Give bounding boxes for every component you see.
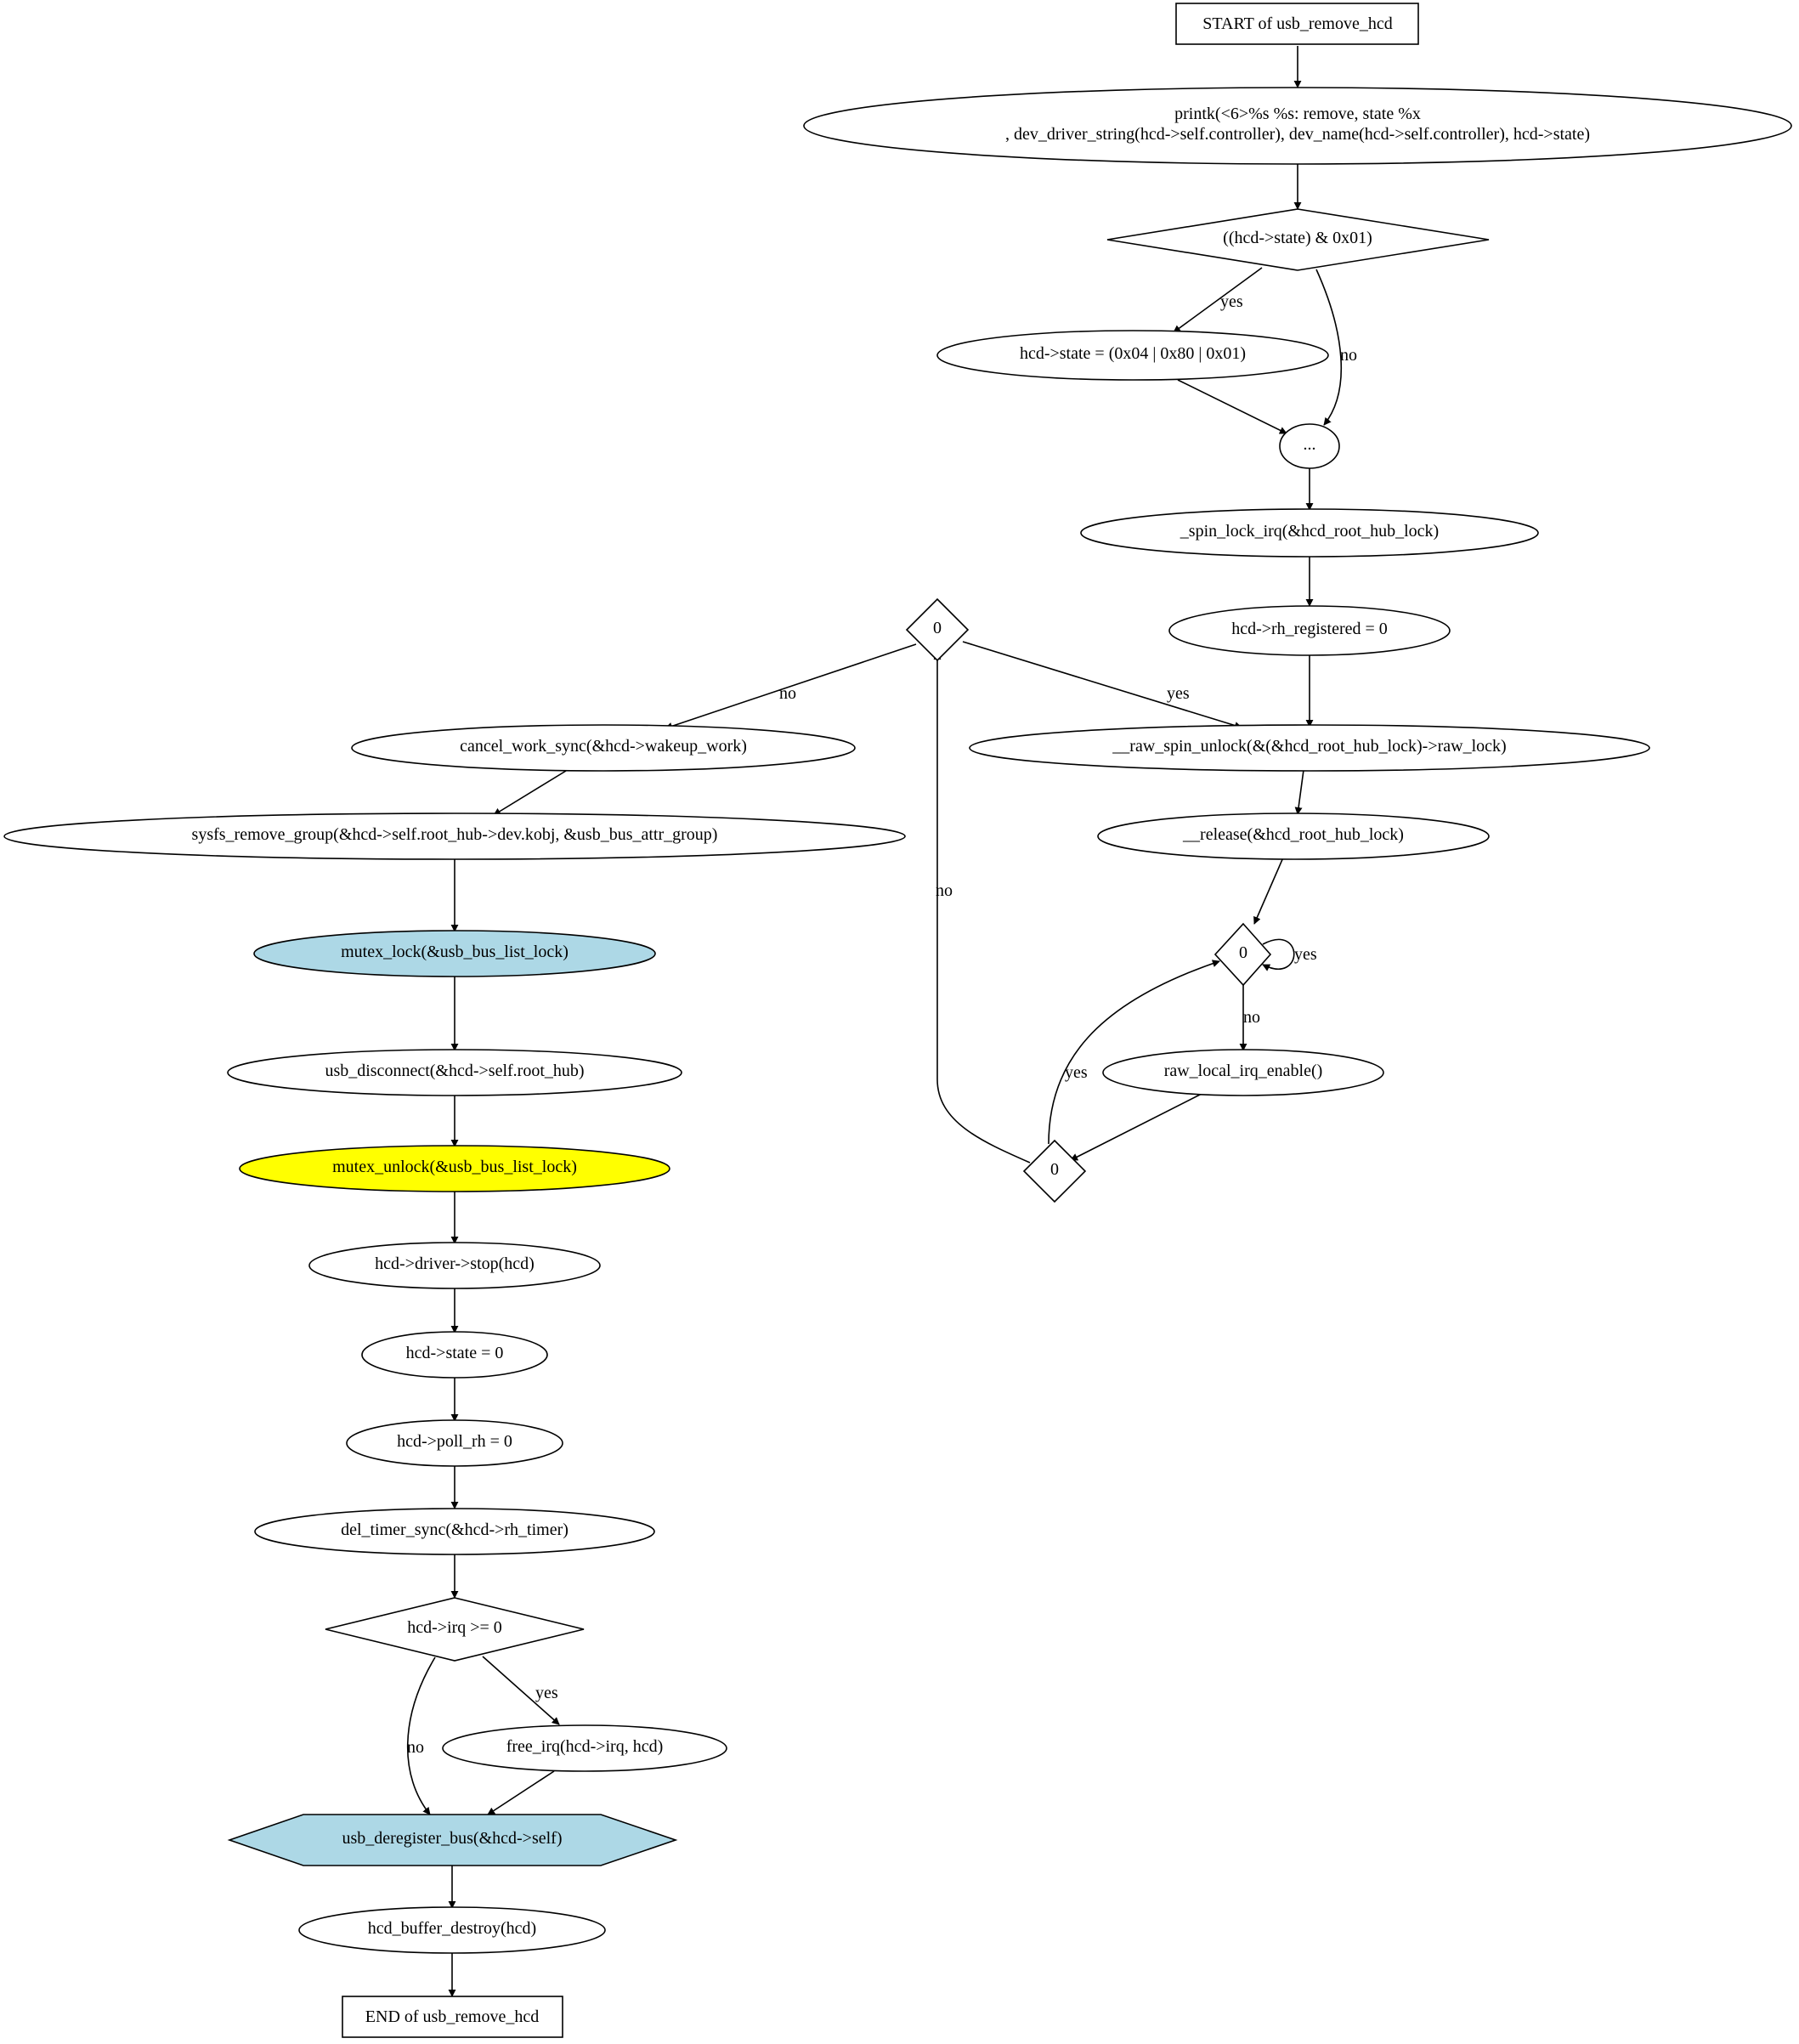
edge-state-check-yes [1173, 267, 1263, 333]
node-zero-right-label: 0 [1239, 943, 1247, 962]
edge-zero-right-yes-loop [1262, 938, 1295, 971]
edge-zero-top-yes [962, 641, 1242, 729]
node-raw-irq-enable-label: raw_local_irq_enable() [1164, 1062, 1323, 1080]
edge-zero-top-no [665, 643, 917, 730]
node-zero-bottom-label: 0 [1050, 1160, 1059, 1179]
node-end: END of usb_remove_hcd [342, 1996, 563, 2038]
edge-label-zero-top-yes: yes [1167, 684, 1190, 703]
edge-release-to-zero-right [1253, 857, 1284, 925]
edge-label-zero-right-no: no [1243, 1008, 1260, 1027]
edge-zero-bottom-no [933, 652, 1031, 1164]
node-del-timer-label: del_timer_sync(&hcd->rh_timer) [341, 1520, 569, 1539]
node-irq-check: hcd->irq >= 0 [325, 1597, 585, 1662]
edge-label-irq-check-no: no [407, 1738, 424, 1757]
node-release-label: __release(&hcd_root_hub_lock) [1182, 825, 1404, 844]
node-mutex-lock: mutex_lock(&usb_bus_list_lock) [253, 930, 656, 977]
node-zero-top: 0 [905, 597, 970, 662]
node-zero-bottom: 0 [1022, 1139, 1087, 1203]
node-printk-label-line2: , dev_driver_string(hcd->self.controller… [1005, 125, 1590, 144]
edge-state-assign-to-ellipsis [1177, 379, 1287, 434]
node-printk: printk(<6>%s %s: remove, state %x , dev_… [803, 87, 1792, 165]
node-raw-spin-unlock-label: __raw_spin_unlock(&(&hcd_root_hub_lock)-… [1112, 737, 1506, 756]
node-rh-registered-label: hcd->rh_registered = 0 [1231, 620, 1388, 638]
node-ellipsis-label: ... [1304, 435, 1316, 454]
node-usb-disconnect: usb_disconnect(&hcd->self.root_hub) [227, 1049, 682, 1096]
node-start: START of usb_remove_hcd [1175, 3, 1419, 45]
edges [406, 46, 1342, 1997]
node-irq-check-label: hcd->irq >= 0 [407, 1618, 502, 1637]
node-buffer-destroy: hcd_buffer_destroy(hcd) [298, 1906, 606, 1954]
edge-label-zero-bottom-no: no [936, 881, 953, 900]
node-free-irq-label: free_irq(hcd->irq, hcd) [506, 1737, 664, 1756]
node-usb-disconnect-label: usb_disconnect(&hcd->self.root_hub) [325, 1062, 584, 1080]
node-mutex-unlock-label: mutex_unlock(&usb_bus_list_lock) [332, 1158, 577, 1176]
edge-irq-check-no [406, 1656, 436, 1815]
node-ellipsis: ... [1279, 423, 1340, 469]
node-buffer-destroy-label: hcd_buffer_destroy(hcd) [368, 1919, 536, 1938]
edge-zero-bottom-yes [1048, 960, 1220, 1145]
node-poll-rh-label: hcd->poll_rh = 0 [397, 1432, 512, 1451]
edge-labels: yes no yes no yes no yes no yes no [407, 292, 1357, 1757]
node-poll-rh: hcd->poll_rh = 0 [346, 1419, 563, 1467]
node-state-check-label: ((hcd->state) & 0x01) [1223, 229, 1372, 247]
deregister-fill [227, 1814, 678, 1866]
node-zero-top-label: 0 [933, 619, 942, 637]
node-state-zero-label: hcd->state = 0 [406, 1344, 504, 1362]
edge-cancel-work-to-sysfs-remove [493, 770, 567, 816]
node-mutex-lock-label: mutex_lock(&usb_bus_list_lock) [341, 943, 569, 961]
node-sysfs-remove-label: sysfs_remove_group(&hcd->self.root_hub->… [192, 825, 718, 844]
edge-label-zero-bottom-yes: yes [1065, 1063, 1088, 1082]
node-free-irq: free_irq(hcd->irq, hcd) [442, 1724, 727, 1772]
node-state-check: ((hcd->state) & 0x01) [1106, 208, 1490, 271]
node-raw-irq-enable: raw_local_irq_enable() [1102, 1049, 1384, 1096]
edge-label-state-check-no: no [1340, 346, 1357, 365]
node-driver-stop-label: hcd->driver->stop(hcd) [375, 1254, 535, 1273]
node-sysfs-remove: sysfs_remove_group(&hcd->self.root_hub->… [3, 813, 906, 860]
nodes: START of usb_remove_hcd printk(<6>%s %s:… [3, 3, 1792, 2038]
edge-label-zero-top-no: no [779, 684, 796, 703]
node-cancel-work-label: cancel_work_sync(&hcd->wakeup_work) [460, 737, 747, 756]
edge-state-check-no [1315, 269, 1342, 426]
node-spin-lock-label: _spin_lock_irq(&hcd_root_hub_lock) [1180, 522, 1439, 541]
node-end-label: END of usb_remove_hcd [365, 2007, 539, 2026]
node-state-assign-label: hcd->state = (0x04 | 0x80 | 0x01) [1020, 344, 1246, 363]
mutex-unlock-fill [239, 1145, 670, 1192]
node-state-zero: hcd->state = 0 [361, 1331, 548, 1379]
edge-irq-check-yes [482, 1656, 560, 1725]
node-release: __release(&hcd_root_hub_lock) [1097, 813, 1490, 860]
edge-label-irq-check-yes: yes [535, 1684, 558, 1702]
node-start-label: START of usb_remove_hcd [1202, 14, 1392, 33]
node-mutex-unlock: mutex_unlock(&usb_bus_list_lock) [239, 1145, 670, 1192]
node-rh-registered: hcd->rh_registered = 0 [1168, 605, 1451, 656]
node-raw-spin-unlock: __raw_spin_unlock(&(&hcd_root_hub_lock)-… [969, 724, 1650, 772]
edge-free-irq-to-deregister [487, 1770, 555, 1815]
edge-label-state-check-yes: yes [1220, 292, 1243, 311]
edge-raw-spin-unlock-to-release [1294, 769, 1304, 815]
node-printk-label-line1: printk(<6>%s %s: remove, state %x [1174, 105, 1421, 123]
node-zero-right: 0 [1213, 922, 1272, 987]
mutex-lock-fill [253, 930, 656, 977]
node-driver-stop: hcd->driver->stop(hcd) [308, 1242, 601, 1289]
edge-label-zero-right-yes: yes [1294, 945, 1317, 964]
edge-raw-irq-enable-to-zero-bottom [1070, 1093, 1202, 1161]
node-state-assign: hcd->state = (0x04 | 0x80 | 0x01) [936, 330, 1329, 381]
node-deregister-label: usb_deregister_bus(&hcd->self) [342, 1829, 563, 1848]
node-cancel-work: cancel_work_sync(&hcd->wakeup_work) [351, 724, 856, 772]
node-deregister: usb_deregister_bus(&hcd->self) [227, 1814, 678, 1866]
node-del-timer: del_timer_sync(&hcd->rh_timer) [254, 1508, 655, 1555]
node-spin-lock: _spin_lock_irq(&hcd_root_hub_lock) [1080, 508, 1539, 558]
